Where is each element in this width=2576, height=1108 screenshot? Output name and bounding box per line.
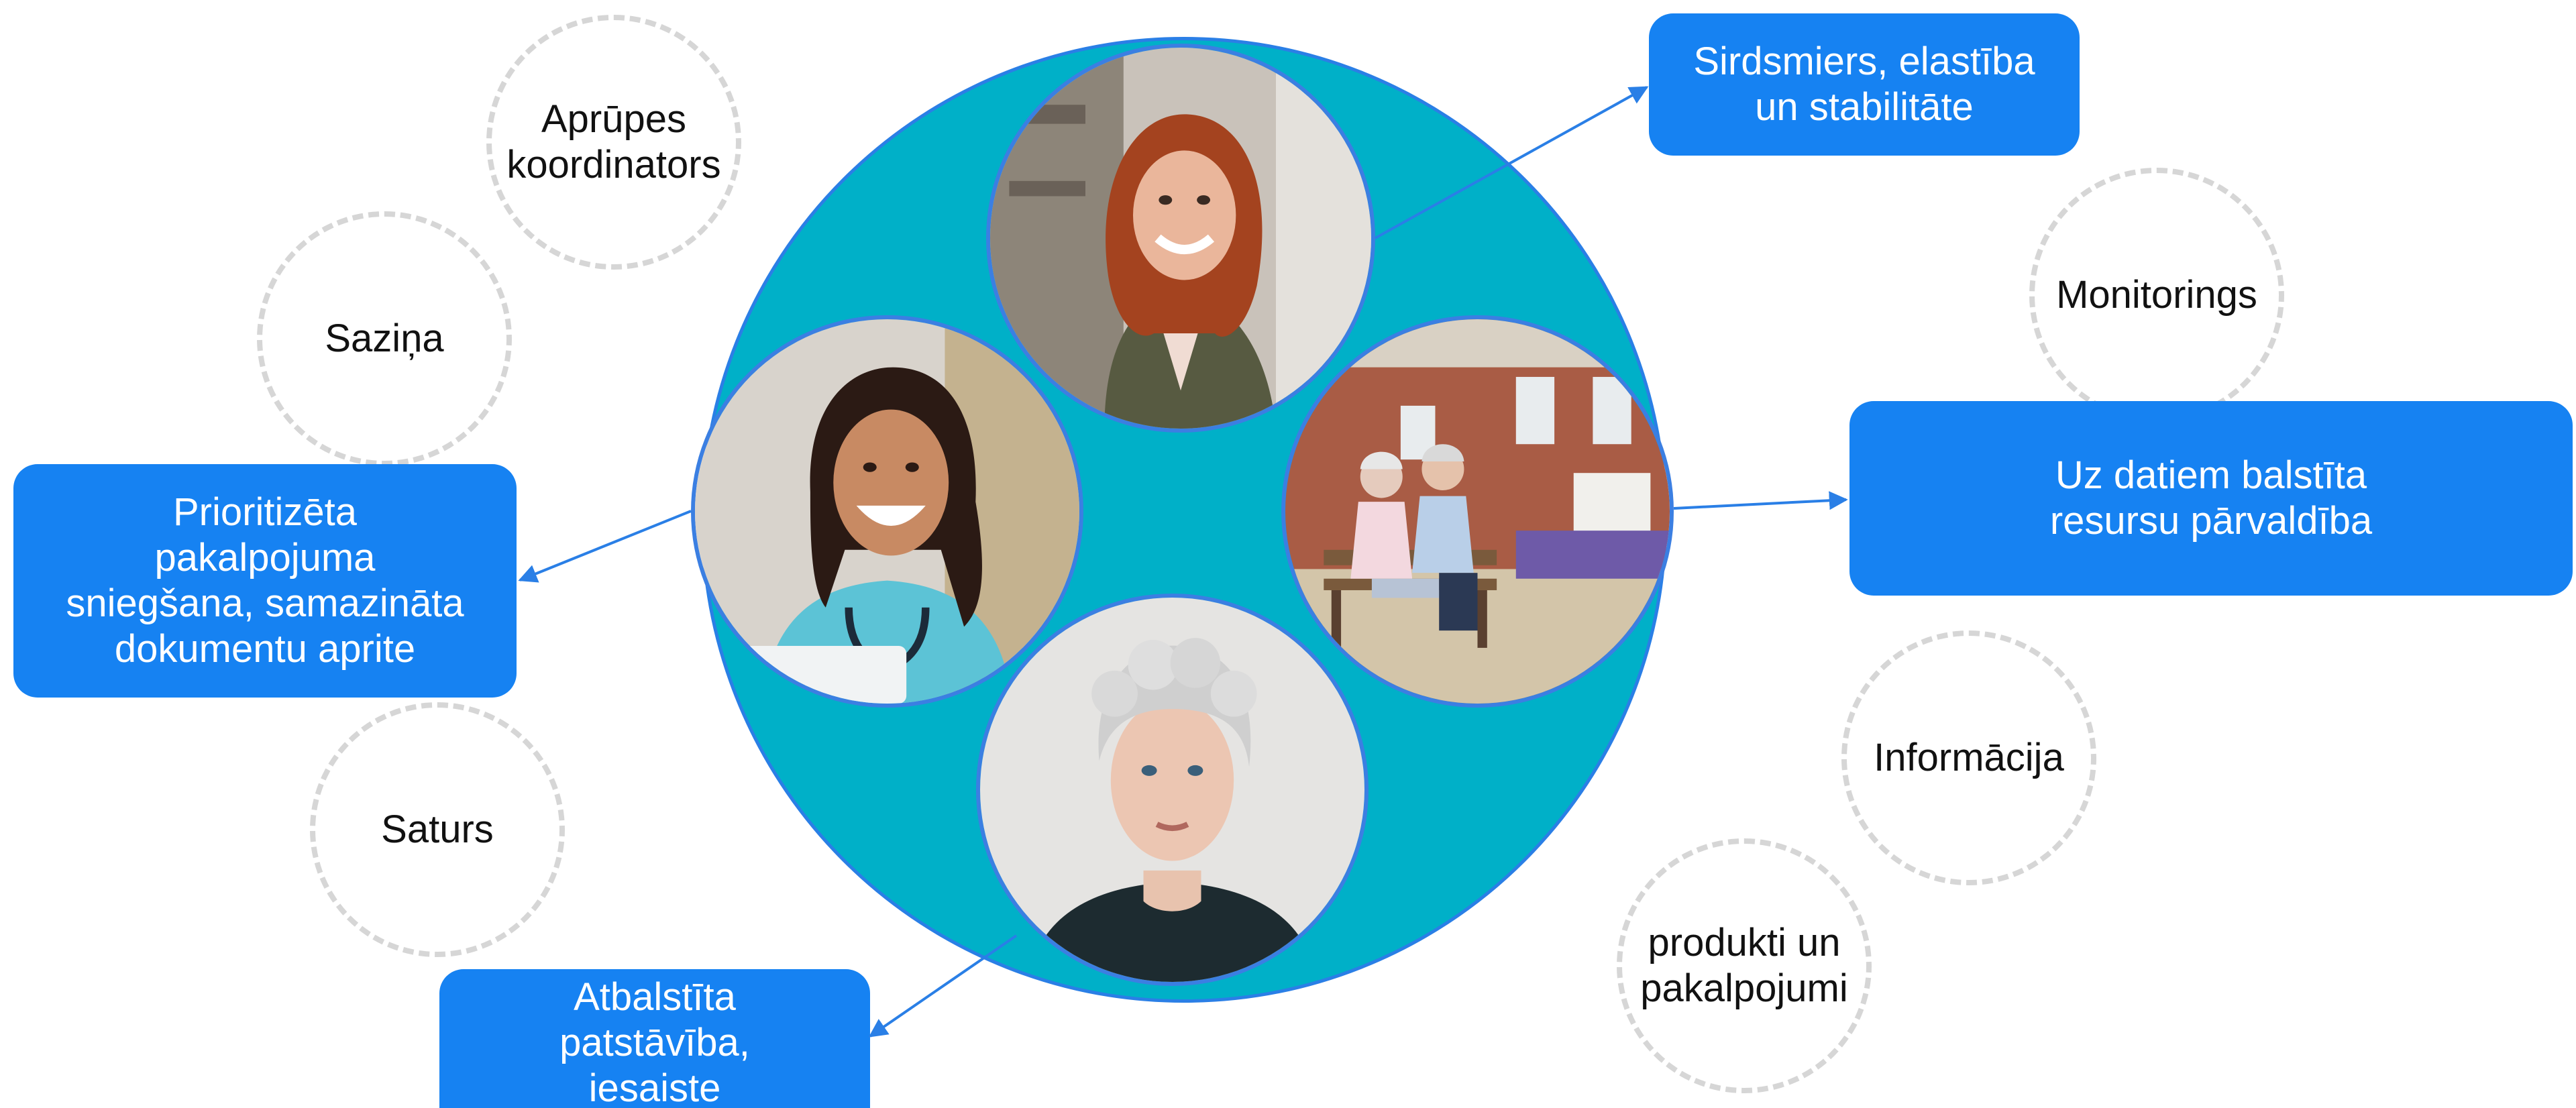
outcome-prioritized-service: Prioritizēta pakalpojuma sniegšana, sama… [13, 464, 517, 698]
outcome-supported-independence: Atbalstīta patstāvība, iesaiste [439, 969, 870, 1108]
senior-couple-on-bench-photo [1281, 315, 1674, 708]
outcome-label: Sirdsmiers, elastība un stabilitāte [1693, 40, 2035, 129]
concept-products-services: produkti un pakalpojumi [1617, 838, 1872, 1093]
outcome-label: Atbalstīta patstāvība, iesaiste [559, 975, 750, 1108]
concept-communication: Saziņa [257, 211, 512, 466]
outcome-label: Prioritizēta pakalpojuma sniegšana, sama… [66, 490, 464, 671]
concept-monitoring: Monitorings [2029, 168, 2284, 423]
concept-label: produkti un pakalpojumi [1640, 921, 1848, 1010]
arrow-to-prioritized-service [518, 510, 692, 583]
concept-label: Saturs [381, 808, 494, 851]
concept-label: Aprūpes koordinators [506, 97, 721, 186]
elderly-woman-portrait-photo [976, 594, 1368, 986]
concept-label: Saziņa [325, 317, 444, 360]
arrow-to-data-driven [1673, 491, 1848, 510]
outcome-peace-of-mind: Sirdsmiers, elastība un stabilitāte [1649, 13, 2080, 156]
concept-content: Saturs [310, 702, 565, 957]
concept-information: Informācija [1841, 630, 2096, 885]
outcome-label: Uz datiem balstīta resursu pārvaldība [2049, 453, 2373, 543]
concept-label: Monitorings [2056, 273, 2257, 317]
nurse-with-stethoscope-photo [691, 315, 1083, 708]
smiling-woman-photo [986, 44, 1375, 433]
outcome-data-driven: Uz datiem balstīta resursu pārvaldība [1849, 401, 2573, 596]
concept-label: Informācija [1874, 736, 2064, 779]
concept-care-coordinator: Aprūpes koordinators [486, 15, 741, 270]
